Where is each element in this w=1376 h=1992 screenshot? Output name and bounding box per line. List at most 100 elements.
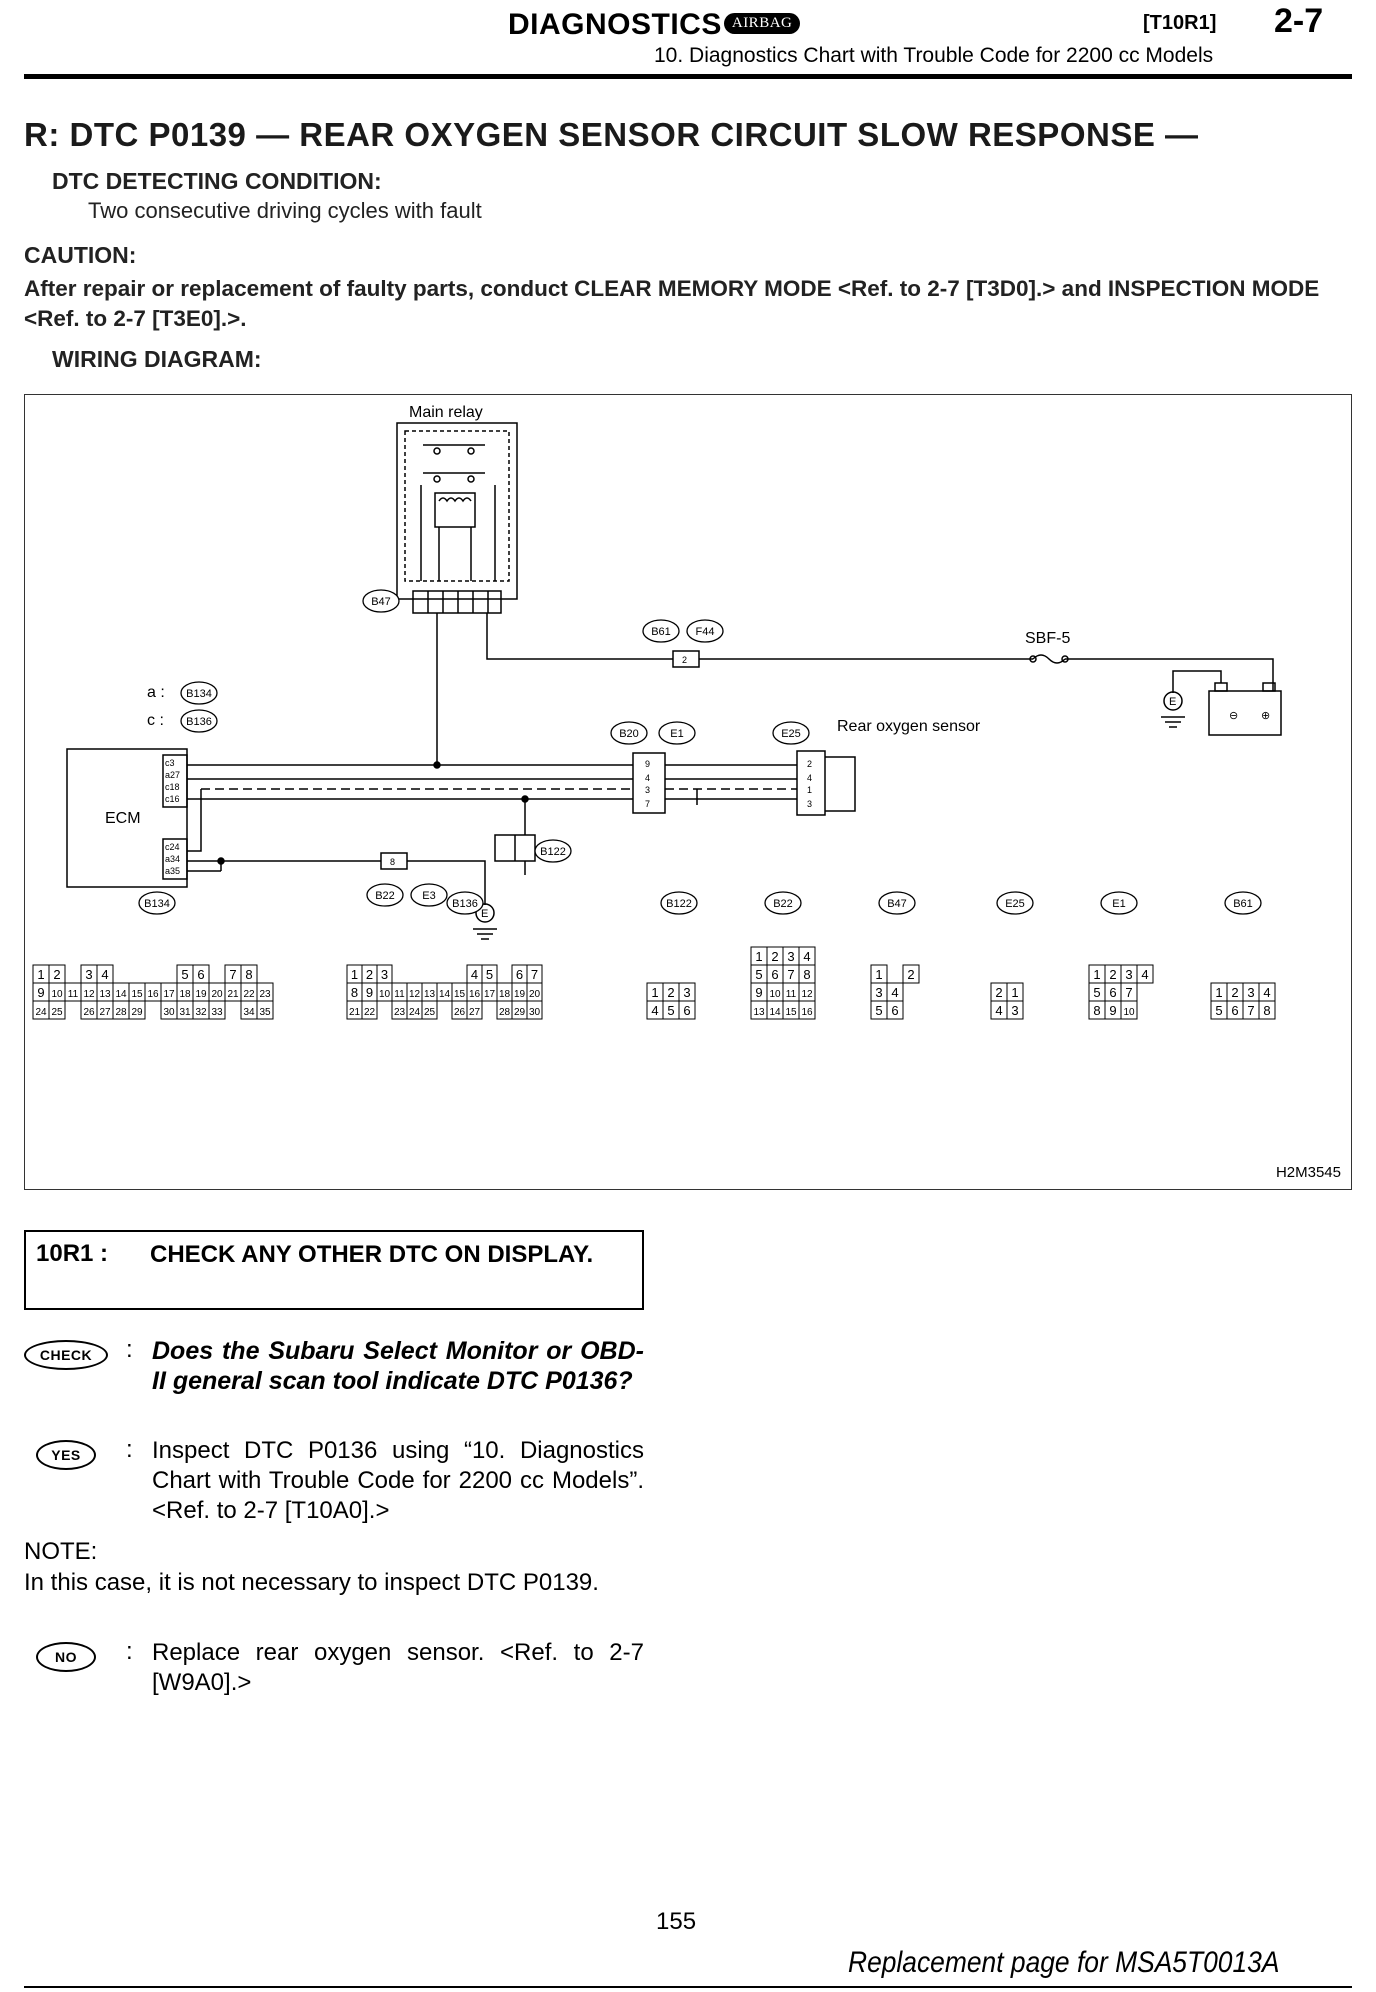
legend-pin-number: 1 [875, 967, 882, 982]
legend-pin-number: 21 [227, 989, 239, 1000]
check-icon: CHECK [24, 1340, 108, 1370]
legend-tag-e1: E1 [1100, 891, 1138, 915]
legend-pin-number: 2 [1109, 967, 1116, 982]
legend-pin-number: 5 [181, 967, 188, 982]
legend-pin-number: 1 [351, 967, 358, 982]
legend-pin-number: 9 [755, 985, 762, 1000]
e25-pin-3: 1 [807, 785, 812, 795]
legend-tag-b122: B122 [660, 891, 698, 915]
legend-pin-number: 15 [131, 989, 143, 1000]
svg-text:B22: B22 [773, 898, 793, 910]
wiring-label: WIRING DIAGRAM: [52, 346, 262, 372]
legend-pin-number: 14 [769, 1007, 781, 1018]
tag-f44: F44 [686, 619, 724, 643]
tag-b134: B134 [180, 681, 218, 705]
legend-pin-number: 4 [995, 1003, 1002, 1018]
legend-tag-b22: B22 [764, 891, 802, 915]
legend-pin-number: 18 [499, 989, 511, 1000]
relay-contact-2 [467, 447, 475, 455]
legend-pin-number: 16 [801, 1007, 813, 1018]
legend-pin-number: 8 [245, 967, 252, 982]
legend-pin-box [361, 1000, 378, 1020]
legend-pin-number: 16 [469, 989, 481, 1000]
legend-pin-box [128, 1000, 146, 1020]
wire-fuse-to-battery [1065, 658, 1274, 691]
caution-label: CAUTION: [24, 242, 137, 268]
legend-pin-box [208, 1000, 226, 1020]
legend-pin-number: 23 [259, 989, 271, 1000]
legend-pin-number: 5 [486, 967, 493, 982]
legend-pin-number: 4 [1263, 985, 1270, 1000]
ecm-pin-c3: c3 [165, 758, 175, 768]
legend-pin-number: 10 [379, 989, 391, 1000]
main-relay-box [396, 422, 518, 600]
legend-pin-number: 30 [529, 1007, 541, 1018]
legend-pin-number: 1 [37, 967, 44, 982]
legend-pin-box [526, 1000, 543, 1020]
wire-shield-to-c24 [187, 789, 202, 852]
relay-coil-winding [438, 497, 472, 503]
legend-pin-number: 6 [771, 967, 778, 982]
sbf-label: SBF-5 [1025, 630, 1070, 647]
legend-pin-number: 13 [99, 989, 111, 1000]
legend-pin-number: 17 [484, 989, 496, 1000]
check-question: Does the Subaru Select Monitor or OBD-II… [152, 1337, 644, 1395]
header-code: [T10R1] [1143, 12, 1217, 34]
footer-text: Replacement page for MSA5T0013A [848, 1946, 1280, 1979]
legend-pin-number: 3 [787, 949, 794, 964]
legend-pin-number: 7 [1125, 985, 1132, 1000]
relay-contact-3 [433, 475, 441, 483]
battery-minus: ⊖ [1229, 710, 1238, 722]
svg-text:B61: B61 [651, 626, 671, 638]
legend-pin-number: 1 [1215, 985, 1222, 1000]
legend-pin-number: 29 [131, 1007, 143, 1018]
legend-pin-box [48, 1000, 66, 1020]
legend-pin-number: 10 [1123, 1007, 1135, 1018]
legend-pin-number: 8 [1263, 1003, 1270, 1018]
legend-pin-box [1136, 964, 1154, 984]
legend-pin-number: 29 [514, 1007, 526, 1018]
relay-contact-1 [433, 447, 441, 455]
legend-pin-number: 34 [243, 1007, 255, 1018]
step-box: 10R1 : CHECK ANY OTHER DTC ON DISPLAY. [24, 1230, 644, 1310]
svg-text:B136: B136 [452, 898, 478, 910]
legend-pin-number: 9 [1109, 1003, 1116, 1018]
svg-text:E25: E25 [1005, 898, 1025, 910]
caution-text: After repair or replacement of faulty pa… [24, 276, 1320, 331]
legend-pin-number: 21 [349, 1007, 361, 1018]
rear-sensor-label: Rear oxygen sensor [837, 718, 981, 735]
wire-b22-to-ground [407, 860, 486, 905]
b61-pin: 2 [682, 655, 687, 665]
legend-pin-number: 1 [1093, 967, 1100, 982]
legend-pin-number: 35 [259, 1007, 271, 1018]
ecm-pin-a27: a27 [165, 770, 180, 780]
legend-pin-number: 6 [683, 1003, 690, 1018]
legend-pin-box [1006, 1000, 1024, 1020]
ground-symbol-lower [475, 903, 495, 923]
svg-text:B136: B136 [186, 716, 212, 728]
legend-tag-e25: E25 [996, 891, 1034, 915]
legend-pin-number: 1 [755, 949, 762, 964]
legend-pin-number: 12 [83, 989, 95, 1000]
tag-b47: B47 [362, 589, 400, 613]
b22-pin: 8 [390, 857, 395, 867]
legend-pin-number: 7 [787, 967, 794, 982]
sbf-fuse-symbol [1032, 654, 1066, 664]
legend-pin-number: 4 [651, 1003, 658, 1018]
legend-pin-number: 5 [667, 1003, 674, 1018]
svg-text:E1: E1 [1112, 898, 1125, 910]
legend-pin-number: 6 [891, 1003, 898, 1018]
legend-pin-number: 5 [1093, 985, 1100, 1000]
legend-pin-number: 20 [529, 989, 541, 1000]
ecm-pin-c24: c24 [165, 842, 180, 852]
e25-connector [796, 750, 826, 816]
legend-pin-number: 24 [409, 1007, 421, 1018]
c-label: c : [147, 712, 164, 729]
ecm-pin-c16: c16 [165, 794, 180, 804]
legend-pin-box [886, 1000, 904, 1020]
ecm-pin-c18: c18 [165, 782, 180, 792]
wire-relay-to-b61 [486, 613, 673, 660]
legend-pin-number: 3 [1247, 985, 1254, 1000]
legend-pin-number: 12 [409, 989, 421, 1000]
